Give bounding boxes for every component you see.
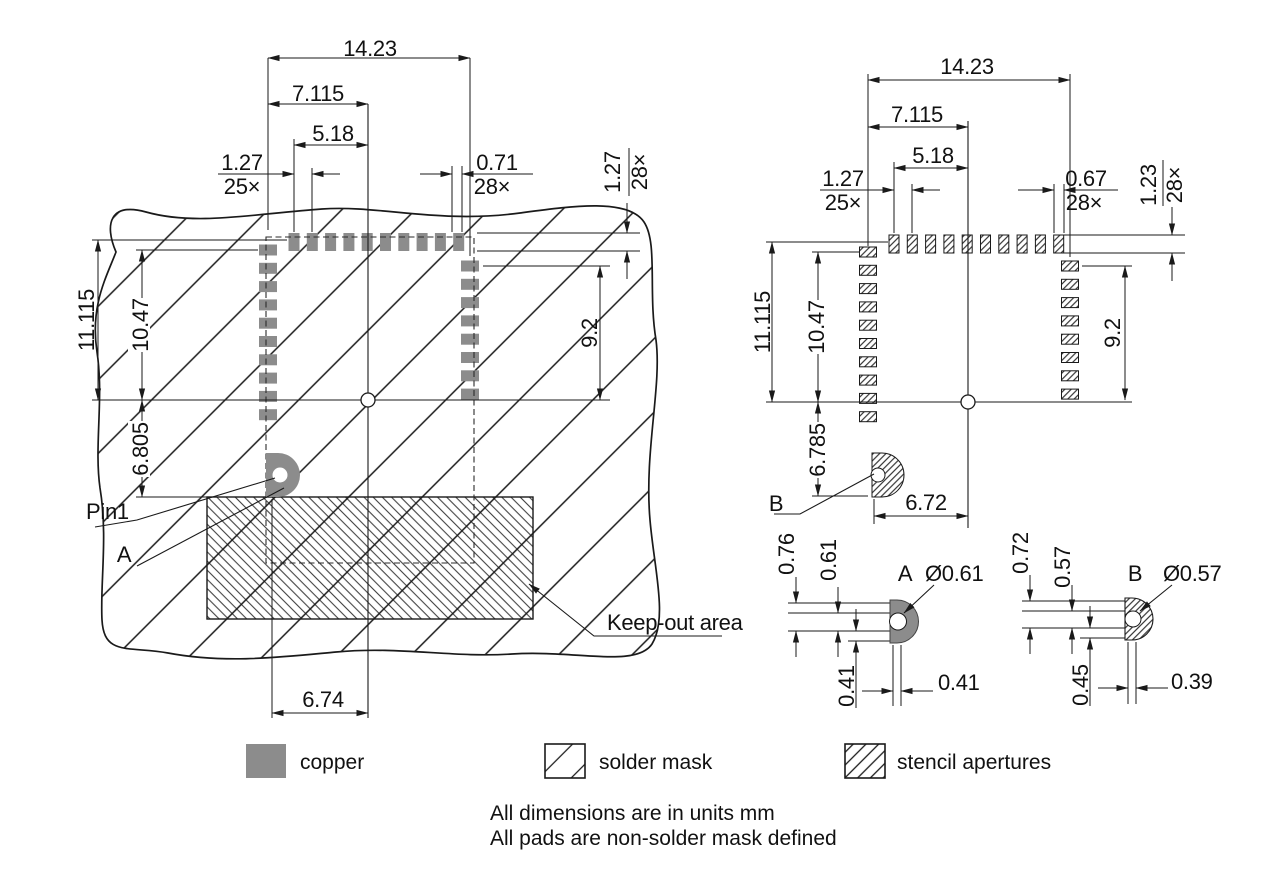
solder-mask-outline: [94, 205, 661, 660]
detail-b-dim-notch: 0.57: [1050, 546, 1075, 588]
dim-pad-height: 1.23: [1136, 164, 1161, 206]
detail-b-dim-outer: 0.72: [1008, 532, 1033, 574]
dim-half-width: 7.115: [292, 81, 344, 106]
pin1-label: Pin1: [86, 499, 129, 524]
dim-pitch-qty: 25×: [224, 174, 260, 199]
keepout-leader: [528, 583, 722, 637]
dim-right-col-height: 9.2: [1100, 318, 1125, 348]
label-mask: [804, 300, 826, 354]
stencil-pads-right-column: [1061, 260, 1079, 400]
legend-copper-label: copper: [300, 751, 364, 774]
dim-overall-height: 11.115: [74, 289, 99, 351]
detail-a-diameter-leader: [903, 584, 935, 614]
pin1-stencil-pad: [870, 452, 905, 498]
detail-b-leader: [774, 473, 875, 515]
dim-pad-span: 5.18: [912, 143, 954, 168]
dim-pad-span: 5.18: [312, 121, 354, 146]
dim-overall-width: 14.23: [343, 36, 397, 61]
keepout-label: Keep-out area: [607, 610, 744, 635]
keepout-area: [206, 496, 534, 620]
dim-pad-width: 0.67: [1065, 166, 1107, 191]
copper-pads-right-column: [461, 260, 479, 400]
dim-pitch: 1.27: [221, 150, 263, 175]
dim-pad-width-qty: 28×: [1066, 190, 1102, 215]
legend: copper solder mask stencil apertures: [246, 743, 1051, 779]
detail-b-ref-label: B: [769, 491, 783, 516]
dim-pad-height-qty: 28×: [627, 154, 652, 190]
detail-a-dim-stem-width: 0.41: [938, 670, 980, 695]
left-view-copper-soldermask: 14.23 7.115 5.18 1.27 25× 0.71 28× 1.27 …: [74, 36, 744, 718]
label-mask: [128, 298, 150, 352]
left-view-extension-lines: [92, 58, 640, 718]
note-pads: All pads are non-solder mask defined: [490, 827, 837, 850]
detail-a-diameter: Ø0.61: [925, 561, 983, 586]
dim-pin1-drop: 6.785: [805, 423, 830, 477]
right-view-dimension-lines: [768, 76, 1176, 520]
dim-right-col-height: 9.2: [577, 318, 602, 348]
dim-col-height: 10.47: [804, 300, 829, 354]
center-mark: [960, 394, 976, 410]
pin1-leader: [94, 477, 276, 528]
pin1-pad: [266, 453, 300, 497]
detail-a-label: A: [898, 561, 913, 586]
dim-overall-width: 14.23: [940, 54, 994, 79]
copper-swatch: [246, 744, 286, 778]
stencil-pads-top-row: [888, 234, 1065, 254]
detail-a-dimension-lines: [792, 577, 933, 708]
detail-b-diameter-leader: [1139, 584, 1173, 612]
dim-pad-height: 1.27: [600, 151, 625, 193]
detail-a-pad: [889, 599, 919, 644]
legend-solder-mask-label: solder mask: [599, 751, 713, 774]
detail-b: 0.72 0.57 0.45 B Ø0.57 0.39: [1008, 532, 1222, 706]
dim-pin1-offset-x: 6.74: [302, 687, 344, 712]
label-mask: [128, 421, 150, 477]
detail-a-leader: [136, 487, 285, 567]
detail-a-dim-notch: 0.61: [816, 539, 841, 581]
detail-a-ref-label: A: [117, 542, 132, 567]
detail-b-dim-stem-width: 0.39: [1171, 669, 1213, 694]
dim-pin1-drop: 6.805: [128, 422, 153, 476]
note-units: All dimensions are in units mm: [490, 802, 775, 825]
left-view-dimension-lines: [94, 54, 631, 717]
dim-pad-height-qty: 28×: [1162, 167, 1187, 203]
dim-overall-height: 11.115: [750, 291, 775, 353]
dim-pin1-offset-x: 6.72: [905, 490, 947, 515]
detail-b-dim-stem-drop: 0.45: [1068, 664, 1093, 706]
detail-b-label: B: [1128, 561, 1142, 586]
label-mask: [805, 422, 827, 478]
legend-stencil-apertures-label: stencil apertures: [897, 751, 1051, 774]
dim-pad-width: 0.71: [476, 150, 518, 175]
notes: All dimensions are in units mm All pads …: [490, 802, 837, 850]
dim-pitch-qty: 25×: [825, 190, 861, 215]
solder-mask-swatch: [544, 743, 586, 779]
detail-b-dimension-lines: [1026, 575, 1168, 706]
right-view-stencil: 14.23 7.115 5.18 1.27 25× 0.67 28× 1.23 …: [750, 54, 1187, 528]
detail-b-pad: [1124, 597, 1154, 641]
detail-a: 0.76 0.61 0.41 A Ø0.61 0.41: [774, 533, 984, 708]
copper-pads-left-column: [259, 244, 277, 421]
detail-a-dim-stem-drop: 0.41: [834, 665, 859, 707]
copper-pads-top-row: [288, 233, 465, 251]
center-mark: [360, 392, 376, 408]
dim-half-width: 7.115: [891, 102, 943, 127]
stencil-pads-left-column: [859, 246, 877, 423]
stencil-apertures-swatch: [844, 743, 886, 779]
dim-col-height: 10.47: [128, 298, 153, 352]
detail-a-dim-outer: 0.76: [774, 533, 799, 575]
dim-pad-width-qty: 28×: [474, 174, 510, 199]
dim-pitch: 1.27: [822, 166, 864, 191]
detail-b-diameter: Ø0.57: [1163, 561, 1221, 586]
